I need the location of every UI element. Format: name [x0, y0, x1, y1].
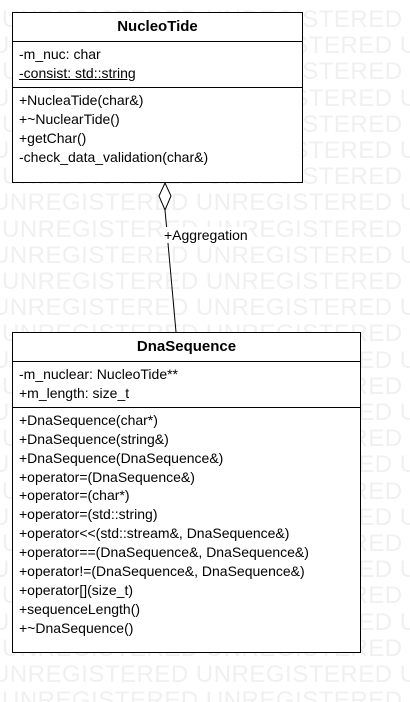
class-nucleotide[interactable]: NucleoTide -m_nuc: char-consist: std::st… — [12, 12, 303, 183]
operation-member: +DnaSequence(DnaSequence&) — [19, 449, 224, 466]
attributes-compartment: -m_nuc: char-consist: std::string — [13, 42, 302, 88]
operation-member: +~NuclearTide() — [19, 110, 120, 127]
operation-member: +sequenceLength() — [19, 600, 141, 617]
operation-member: +operator[](size_t) — [19, 581, 133, 598]
aggregation-diamond-icon — [158, 181, 172, 212]
class-name: DnaSequence — [13, 333, 360, 362]
operation-member: +DnaSequence(char*) — [19, 411, 158, 428]
attribute-member: -m_nuc: char — [19, 46, 101, 62]
operation-member: -check_data_validation(char&) — [19, 148, 209, 165]
attribute-member: -m_nuclear: NucleoTide** — [19, 366, 178, 382]
operation-member: +getChar() — [19, 129, 87, 146]
attributes-compartment: -m_nuclear: NucleoTide** +m_length: size_… — [13, 362, 360, 408]
operation-member: +operator=(DnaSequence&) — [19, 468, 195, 485]
operation-member: +~DnaSequence() — [19, 619, 134, 636]
class-name: NucleoTide — [13, 13, 302, 42]
operations-compartment: +DnaSequence(char*) +DnaSequence(string&)… — [13, 408, 360, 642]
operation-member: +operator!=(DnaSequence&, DnaSequence&) — [19, 563, 305, 580]
aggregation-label: +Aggregation — [163, 227, 249, 243]
operation-member: +operator=(std::string) — [19, 506, 158, 523]
operation-member: +operator<<(std::stream&, DnaSequence&) — [19, 525, 290, 542]
attribute-member: +m_length: size_t — [19, 384, 130, 401]
operation-member: +operator=(char*) — [19, 487, 130, 504]
operation-member: +DnaSequence(string&) — [19, 430, 169, 447]
operations-compartment: +NucleaTide(char&) +~NuclearTide() +getCha… — [13, 88, 302, 171]
class-dnasequence[interactable]: DnaSequence -m_nuclear: NucleoTide** +m_l… — [12, 332, 361, 653]
attribute-member: -consist: std::string — [19, 64, 136, 81]
operation-member: +operator==(DnaSequence&, DnaSequence&) — [19, 544, 309, 561]
operation-member: +NucleaTide(char&) — [19, 91, 144, 108]
